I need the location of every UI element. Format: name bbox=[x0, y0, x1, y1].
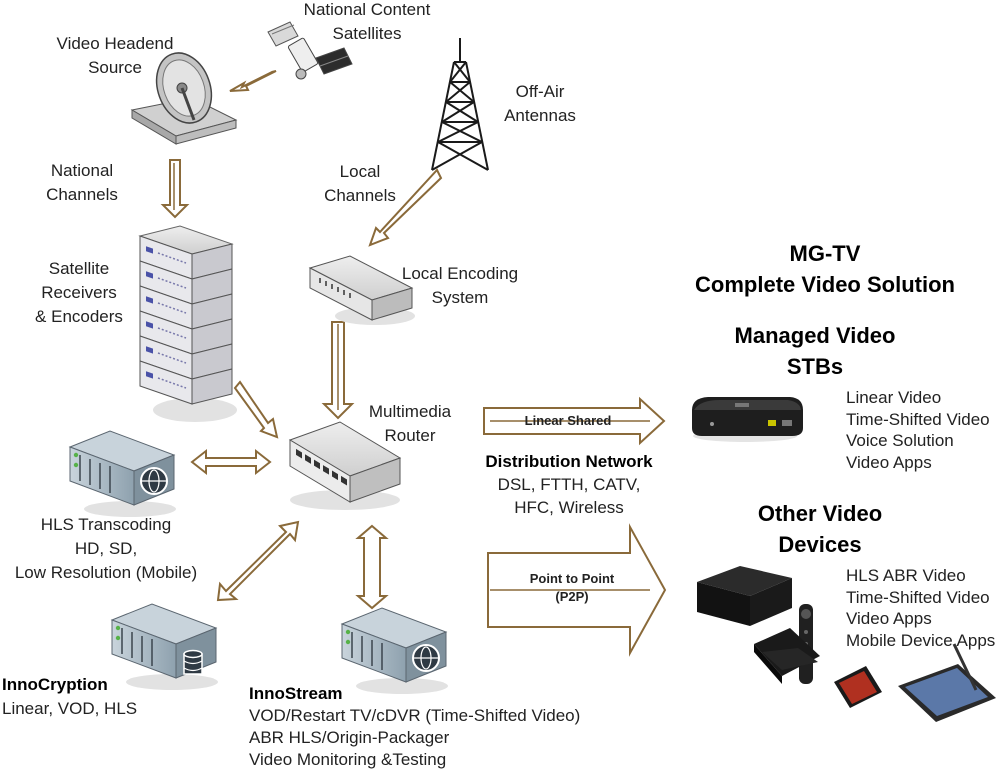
encoder-switch-icon bbox=[308, 255, 415, 325]
satellite-to-headend-arrow bbox=[229, 70, 277, 92]
database-icon bbox=[183, 649, 203, 675]
feature-item: Mobile Device Apps bbox=[846, 630, 996, 650]
innostream-router-arrow bbox=[355, 524, 389, 610]
feature-item: Time-Shifted Video bbox=[846, 409, 990, 429]
media-box-icon bbox=[697, 566, 792, 626]
feature-item: HLS ABR Video bbox=[846, 566, 966, 585]
arrows bbox=[160, 70, 667, 657]
feature-item: Time-Shifted Video bbox=[846, 587, 990, 607]
innocryption-router-arrow bbox=[216, 520, 300, 602]
local-encoding-label: Local Encoding System bbox=[401, 264, 519, 307]
antennas-label: Off-Air Antennas bbox=[504, 82, 576, 125]
managed-title: Managed Video STBs bbox=[734, 323, 896, 379]
satellite-dish-icon bbox=[130, 52, 238, 145]
linear-shared-label: Linear Shared bbox=[524, 413, 612, 428]
national-channels-label: National Channels bbox=[46, 161, 118, 204]
managed-features: Linear Video Time-Shifted Video Voice So… bbox=[846, 387, 990, 473]
innostream-server-icon bbox=[340, 607, 448, 694]
stb-icon bbox=[692, 397, 803, 442]
fire-tv-icon bbox=[754, 604, 820, 684]
solution-title: MG-TV Complete Video Solution bbox=[695, 241, 955, 297]
p2p-label: Point to Point (P2P) bbox=[529, 571, 615, 604]
headend-label: Video Headend Source bbox=[56, 34, 174, 77]
hls-label: HLS Transcoding HD, SD, Low Resolution (… bbox=[14, 515, 198, 582]
smartphone-icon bbox=[834, 666, 882, 708]
feature-item: Voice Solution bbox=[846, 431, 954, 450]
feature-item: Video Apps bbox=[846, 452, 932, 472]
other-features: HLS ABR Video Time-Shifted Video Video A… bbox=[846, 565, 995, 651]
sat-receivers-label: Satellite Receivers & Encoders bbox=[35, 259, 123, 326]
antenna-tower-icon bbox=[431, 38, 489, 171]
router-icon bbox=[288, 421, 402, 510]
innostream-title: InnoStream bbox=[249, 684, 343, 703]
router-label: Multimedia Router bbox=[368, 402, 452, 445]
other-title: Other Video Devices bbox=[757, 501, 883, 557]
server-rack-icon bbox=[138, 225, 237, 422]
hls-server-icon bbox=[68, 430, 176, 517]
innocryption-label: InnoCryption Linear, VOD, HLS bbox=[2, 675, 138, 718]
feature-item: Video Apps bbox=[846, 609, 932, 628]
innocryption-title: InnoCryption bbox=[2, 675, 108, 694]
headend-to-receivers-arrow bbox=[160, 159, 190, 219]
local-channels-label: Local Channels bbox=[324, 162, 396, 205]
distribution-title: Distribution Network bbox=[485, 452, 653, 471]
tablet-icon bbox=[898, 643, 996, 722]
satellites-label: National Content Satellites bbox=[303, 0, 431, 43]
satellite-icon bbox=[267, 21, 353, 80]
innocryption-server-icon bbox=[110, 603, 218, 690]
distribution-label: Distribution Network DSL, FTTH, CATV, HF… bbox=[462, 450, 676, 519]
receivers-to-router-arrow bbox=[233, 380, 279, 439]
innostream-label: InnoStream VOD/Restart TV/cDVR (Time-Shi… bbox=[249, 684, 581, 769]
feature-item: Linear Video bbox=[846, 388, 942, 407]
antenna-to-encoding-arrow bbox=[368, 168, 443, 247]
hls-router-arrow bbox=[190, 448, 272, 476]
